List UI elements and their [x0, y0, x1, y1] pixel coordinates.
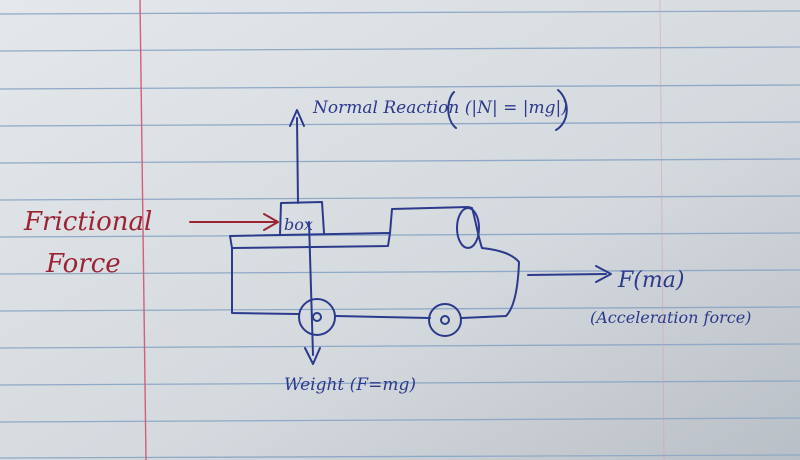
truck-body	[231, 206, 520, 319]
box	[279, 201, 325, 236]
frictional-force-label-line2: Force	[45, 249, 121, 279]
weight-label: Weight (F=mg)	[284, 375, 416, 395]
frictional-force-label-line1: Frictional	[23, 207, 152, 237]
right-margin-line	[659, 0, 665, 460]
rear-wheel	[298, 298, 336, 336]
front-wheel	[428, 303, 462, 337]
weight-arrowhead	[304, 347, 321, 365]
truck-flatbed	[229, 232, 391, 249]
frictional-force-arrowhead	[263, 213, 279, 231]
front-wheel-hub	[440, 315, 450, 325]
normal-reaction-arrowhead	[289, 109, 305, 127]
paren-close	[555, 89, 568, 131]
weight-arrow	[308, 221, 314, 356]
truck-cab-window	[456, 207, 480, 249]
ruled-lines	[0, 10, 800, 459]
applied-force-arrow	[527, 273, 607, 276]
applied-force-label: F(ma)	[617, 268, 684, 293]
margin-line	[139, 0, 147, 460]
acceleration-force-label: (Acceleration force)	[590, 308, 751, 327]
rear-wheel-hub	[312, 312, 322, 322]
box-label: box	[284, 215, 313, 234]
paren-open	[447, 91, 457, 129]
applied-force-arrowhead	[595, 265, 612, 283]
normal-reaction-arrow	[296, 117, 299, 204]
normal-reaction-label: Normal Reaction (|N| = |mg|)	[312, 98, 568, 118]
